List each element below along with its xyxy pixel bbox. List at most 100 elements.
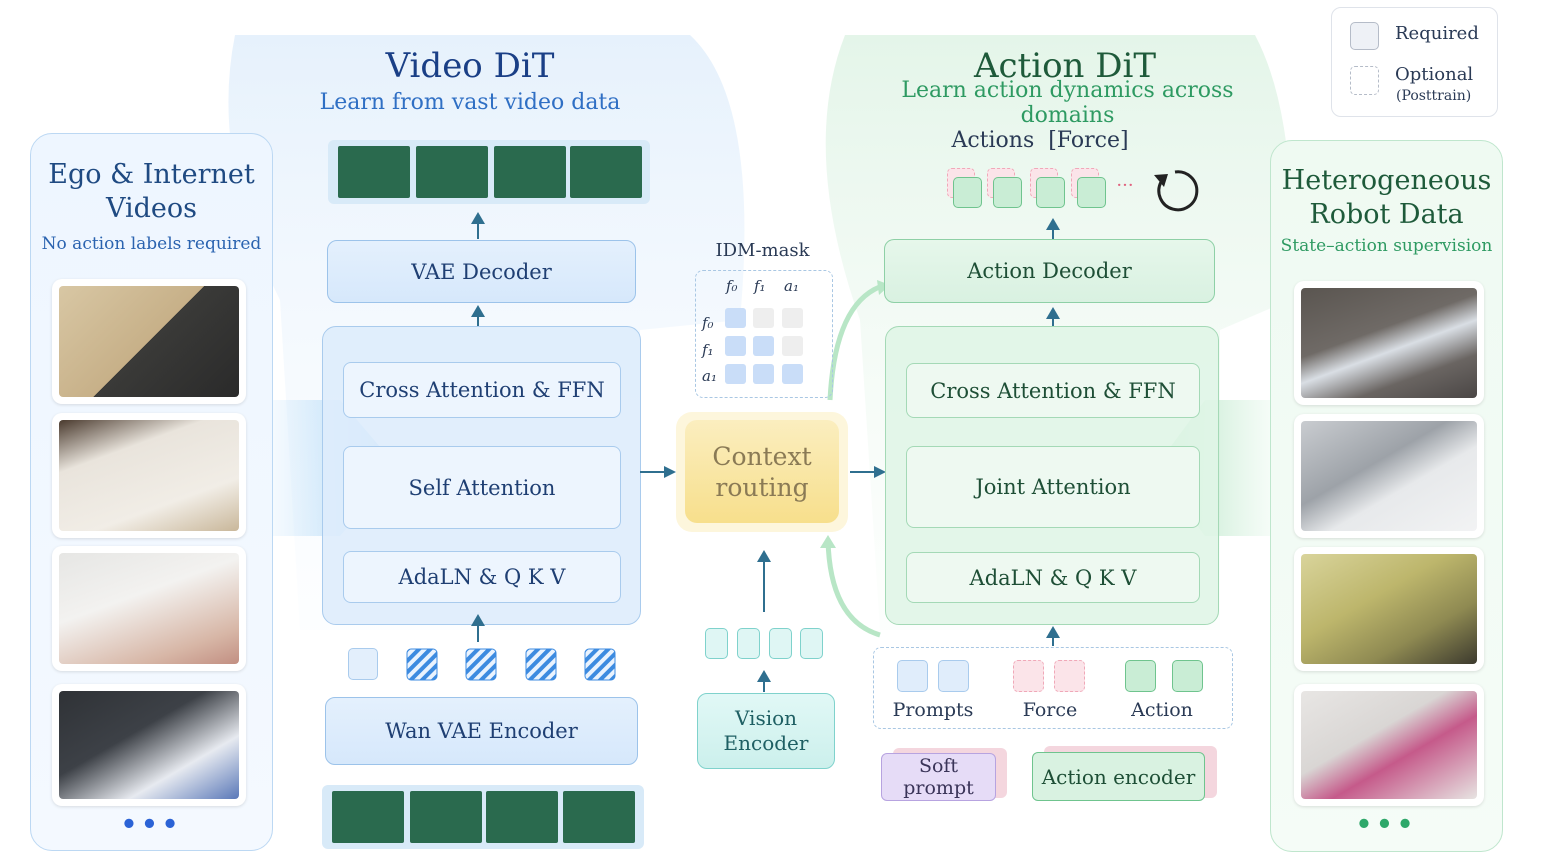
action-decoder-block: Action Decoder — [884, 239, 1215, 303]
video-frame — [486, 791, 558, 843]
mask-cell-visible — [782, 364, 803, 384]
video-self-attention: Self Attention — [343, 446, 621, 529]
force-input-token — [1054, 660, 1085, 692]
generated-video-frames — [328, 140, 650, 204]
action-input-token — [1172, 660, 1203, 692]
action-token — [953, 177, 982, 208]
ego-video-thumbnail — [52, 413, 246, 538]
video-frame — [338, 146, 410, 198]
action-label: Action — [1131, 699, 1193, 721]
video-cross-attention-ffn: Cross Attention & FFN — [343, 362, 621, 418]
noisy-latent-token — [584, 648, 616, 681]
arrow-up-icon — [1046, 218, 1060, 230]
arrow-right-icon — [664, 466, 676, 478]
video-frame — [563, 791, 635, 843]
idm-mask-col-label: a₁ — [784, 277, 799, 295]
arrow-up-icon — [471, 305, 485, 317]
robot-data-thumbnail — [1294, 281, 1484, 405]
vision-encoder-block: Vision Encoder — [697, 693, 835, 769]
arrow-shaft — [763, 560, 765, 612]
ego-video-thumbnail — [52, 684, 246, 806]
vae-decoder-block: VAE Decoder — [327, 240, 636, 303]
mask-cell-masked — [782, 336, 803, 356]
idm-mask-col-label: f₁ — [754, 277, 766, 295]
ego-video-thumbnail — [52, 546, 246, 671]
idm-mask-col-label: f₀ — [726, 277, 738, 295]
arrow-shaft — [477, 622, 479, 642]
legend-optional-swatch — [1350, 66, 1379, 95]
video-frame — [570, 146, 642, 198]
context-routing-block: Context routing — [685, 420, 839, 523]
idm-mask-title: IDM-mask — [715, 239, 810, 261]
video-adaln-qkv: AdaLN & Q K V — [343, 551, 621, 603]
video-dit-title: Video DiT — [385, 46, 555, 86]
loop-arrow-icon — [1154, 170, 1199, 212]
video-frame — [332, 791, 404, 843]
action-input-token — [1125, 660, 1156, 692]
vision-token — [800, 628, 823, 659]
mask-cell-visible — [753, 336, 774, 356]
video-frame — [410, 791, 482, 843]
left-panel-title: Ego & Internet Videos — [48, 159, 255, 224]
action-dit-subtitle: Learn action dynamics across domains — [901, 78, 1234, 128]
ellipsis: ··· — [1116, 174, 1134, 196]
noisy-latent-token — [406, 648, 438, 681]
more-videos-indicator: ••• — [120, 810, 183, 840]
robot-data-thumbnail — [1294, 414, 1484, 538]
arrow-up-icon — [757, 550, 771, 562]
mask-cell-masked — [782, 308, 803, 328]
video-frame — [494, 146, 566, 198]
idm-mask-row-label: f₀ — [702, 314, 714, 332]
arrow-shaft — [477, 222, 479, 239]
vision-token — [705, 628, 728, 659]
prompt-token — [897, 660, 928, 692]
arrow-shaft — [850, 471, 878, 473]
noisy-latent-token — [465, 648, 497, 681]
ego-video-thumbnail — [52, 279, 246, 404]
arrow-shaft — [640, 471, 668, 473]
right-panel-title: Heterogeneous Robot Data — [1281, 165, 1492, 230]
left-panel-subtitle: No action labels required — [41, 234, 262, 254]
noisy-latent-token — [525, 648, 557, 681]
action-token — [1077, 177, 1106, 208]
right-panel-subtitle: State–action supervision — [1280, 236, 1493, 256]
force-label: Force — [1022, 699, 1078, 721]
mask-cell-visible — [753, 364, 774, 384]
input-video-frames — [322, 785, 644, 849]
legend-required-swatch — [1350, 22, 1379, 50]
idm-mask-grid: f₀ f₁ a₁ f₀ f₁ a₁ — [695, 270, 833, 398]
mask-cell-visible — [725, 364, 746, 384]
mask-cell-visible — [725, 336, 746, 356]
soft-prompt-block: Soft prompt — [881, 753, 996, 801]
mask-cell-visible — [725, 308, 746, 328]
arrow-up-icon — [1046, 307, 1060, 319]
arrow-up-icon — [471, 614, 485, 626]
video-frame — [416, 146, 488, 198]
action-encoder-block: Action encoder — [1032, 752, 1205, 801]
mask-cell-masked — [753, 308, 774, 328]
idm-mask-row-label: a₁ — [702, 367, 717, 385]
more-robot-data-indicator: ••• — [1355, 810, 1418, 840]
action-joint-attention: Joint Attention — [906, 446, 1200, 528]
actions-force-label: Actions [Force] — [951, 127, 1129, 153]
legend-required-label: Required — [1395, 23, 1479, 44]
action-dit-title: Action DiT — [973, 46, 1157, 86]
force-input-token — [1013, 660, 1044, 692]
arrow-up-icon — [471, 212, 485, 224]
latent-token — [348, 648, 378, 680]
legend-optional-note: (Posttrain) — [1396, 88, 1472, 104]
arrow-shaft — [1052, 634, 1054, 646]
arrow-up-icon — [757, 670, 771, 682]
arrow-shaft — [1052, 226, 1054, 239]
wan-vae-encoder-block: Wan VAE Encoder — [325, 697, 638, 765]
video-dit-subtitle: Learn from vast video data — [319, 89, 621, 115]
robot-data-thumbnail — [1294, 684, 1484, 806]
idm-mask-row-label: f₁ — [702, 341, 714, 359]
arrow-shaft — [477, 313, 479, 327]
action-cross-attention-ffn: Cross Attention & FFN — [906, 363, 1200, 418]
prompt-token — [938, 660, 969, 692]
arrow-right-icon — [874, 466, 886, 478]
arrow-shaft — [763, 678, 765, 692]
vision-token — [737, 628, 760, 659]
action-inputs-group — [873, 647, 1233, 729]
